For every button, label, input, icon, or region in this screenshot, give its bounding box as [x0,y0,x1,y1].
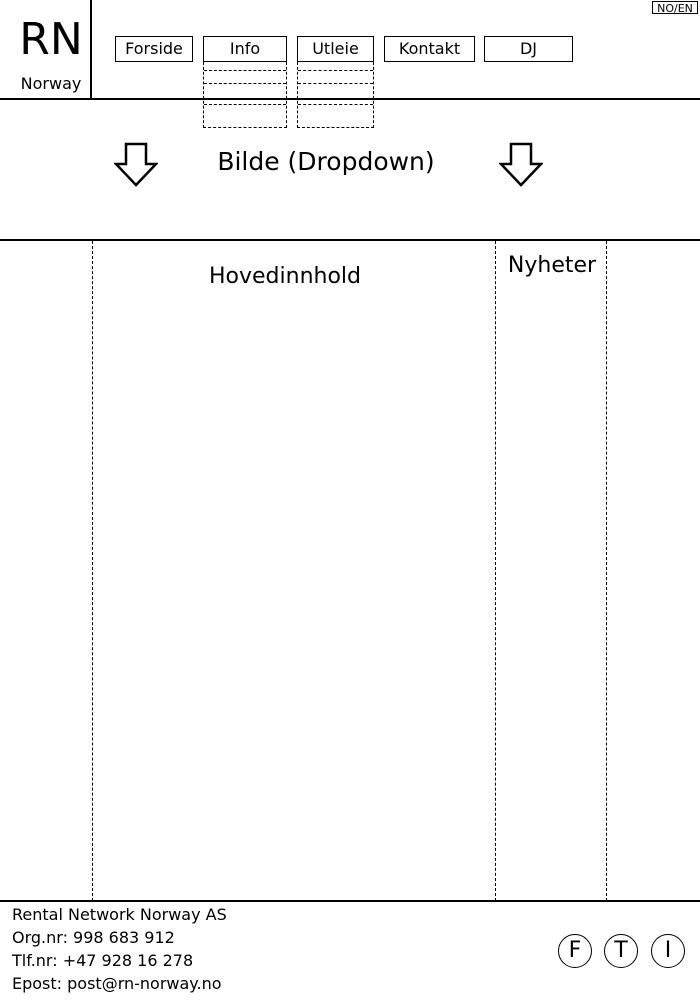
banner-divider [0,239,700,241]
company-name: Rental Network Norway AS [12,905,227,924]
dropdown-slot[interactable] [298,83,373,84]
footer-contact-info: Rental Network Norway AS Org.nr: 998 683… [12,903,372,995]
email-address[interactable]: Epost: post@rn-norway.no [12,974,222,993]
facebook-icon[interactable]: F [558,934,592,968]
dropdown-slot[interactable] [298,104,373,105]
utleie-dropdown-menu [297,62,374,128]
footer-divider [0,900,700,902]
nav-info-button[interactable]: Info [203,36,287,62]
info-dropdown-menu [203,62,287,128]
logo-subtitle: Norway [20,74,82,93]
arrow-down-icon[interactable] [114,142,158,188]
logo-text[interactable]: RN [19,14,83,65]
phone-number: Tlf.nr: +47 928 16 278 [12,951,194,970]
news-title: Nyheter [507,253,597,278]
nav-forside-button[interactable]: Forside [115,36,193,62]
org-number: Org.nr: 998 683 912 [12,928,175,947]
dropdown-slot[interactable] [204,70,286,71]
main-left-border [92,241,93,901]
dropdown-slot[interactable] [204,104,286,105]
instagram-icon[interactable]: I [651,934,685,968]
header-divider [0,98,700,100]
news-left-border [495,241,496,901]
dropdown-slot[interactable] [298,70,373,71]
language-toggle[interactable]: NO/EN [652,1,698,15]
banner-title: Bilde (Dropdown) [217,147,435,176]
twitter-icon[interactable]: T [604,934,638,968]
news-right-border [606,241,607,901]
dropdown-slot[interactable] [204,83,286,84]
nav-kontakt-button[interactable]: Kontakt [384,36,475,62]
logo-divider [90,0,92,99]
arrow-down-icon[interactable] [499,142,543,188]
nav-dj-button[interactable]: DJ [484,36,573,62]
nav-utleie-button[interactable]: Utleie [297,36,374,62]
main-content-title: Hovedinnhold [208,264,361,289]
